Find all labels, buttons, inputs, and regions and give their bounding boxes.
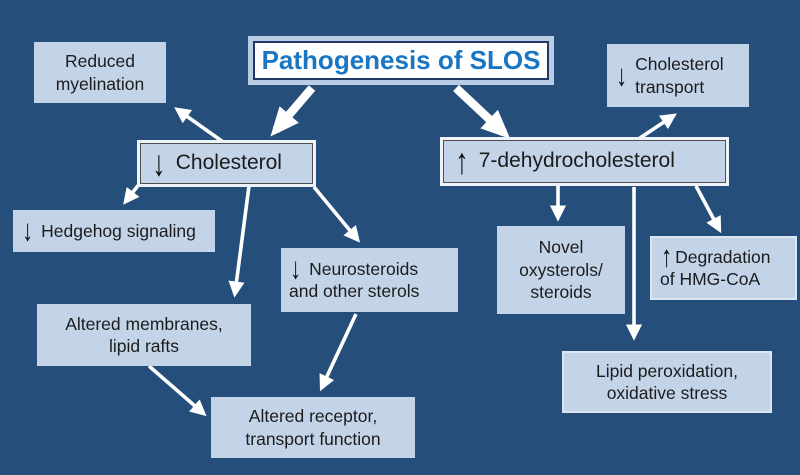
diagram-title: Pathogenesis of SLOS	[253, 41, 549, 80]
up-arrow-icon: ↑	[660, 238, 673, 274]
node-reduced-myelination: Reduced myelination	[34, 42, 166, 103]
node-hedgehog: ↓ Hedgehog signaling	[13, 210, 215, 252]
arrow-dhc-to-degradation	[694, 185, 722, 234]
down-arrow-icon: ↓	[21, 213, 34, 248]
node-degradation-line1: Degradation	[675, 246, 771, 267]
node-novel-oxysterols-line2: oxysterols/	[519, 259, 603, 280]
node-altered-membranes: Altered membranes, lipid rafts	[37, 304, 251, 366]
node-altered-receptor-line1: Altered receptor,	[248, 406, 378, 427]
node-reduced-myelination-line2: myelination	[55, 73, 145, 94]
node-cholesterol-transport-line1: Cholesterol	[635, 54, 724, 75]
node-cholesterol-transport: ↓ Cholesterol transport	[607, 44, 749, 107]
arrow-cholesterol-to-hedgehog	[123, 181, 142, 205]
node-cholesterol: ↓ Cholesterol	[140, 143, 313, 184]
node-degradation: ↑ Degradation of HMG-CoA	[650, 236, 797, 300]
node-altered-receptor: Altered receptor, transport function	[211, 397, 415, 458]
node-reduced-myelination-line1: Reduced	[64, 51, 136, 72]
node-neurosteroids: ↓ Neurosteroids and other sterols	[281, 248, 458, 312]
node-lipid-peroxidation: Lipid peroxidation, oxidative stress	[562, 351, 772, 413]
down-arrow-icon: ↓	[289, 250, 302, 286]
node-lipid-peroxidation-line2: oxidative stress	[606, 383, 728, 403]
node-novel-oxysterols-line3: steroids	[530, 282, 592, 303]
node-novel-oxysterols-line1: Novel	[538, 237, 584, 258]
node-hedgehog-label: Hedgehog signaling	[41, 220, 196, 241]
node-cholesterol-transport-line2: transport	[635, 76, 705, 97]
node-cholesterol-label: Cholesterol	[175, 151, 282, 175]
arrow-title-to-cholesterol	[270, 85, 316, 137]
arrow-membranes-to-receptor	[147, 364, 207, 417]
node-dhc: ↑ 7-dehydrocholesterol	[443, 140, 726, 183]
node-lipid-peroxidation-line1: Lipid peroxidation,	[595, 360, 739, 381]
down-arrow-icon: ↓	[152, 142, 166, 184]
node-dhc-label: 7-dehydrocholesterol	[478, 149, 675, 173]
arrow-neurosteroids-to-receptor	[319, 313, 358, 392]
up-arrow-icon: ↑	[455, 140, 469, 182]
node-degradation-line2: of HMG-CoA	[660, 269, 761, 289]
arrow-cholesterol-to-neurosteroids	[312, 185, 360, 243]
node-novel-oxysterols: Novel oxysterols/ steroids	[497, 226, 625, 314]
arrow-dhc-to-transport	[633, 113, 677, 144]
node-neurosteroids-line1: Neurosteroids	[309, 258, 419, 279]
node-altered-membranes-line2: lipid rafts	[108, 336, 179, 356]
node-altered-membranes-line1: Altered membranes,	[65, 313, 223, 334]
arrow-title-to-dhc	[453, 84, 511, 139]
title-box: Pathogenesis of SLOS	[248, 36, 554, 85]
arrow-cholesterol-to-membranes	[228, 185, 251, 298]
down-arrow-icon: ↓	[615, 57, 628, 93]
arrow-cholesterol-to-myelination	[174, 107, 228, 146]
node-neurosteroids-line2: and other sterols	[289, 281, 420, 301]
node-altered-receptor-line2: transport function	[245, 428, 381, 449]
